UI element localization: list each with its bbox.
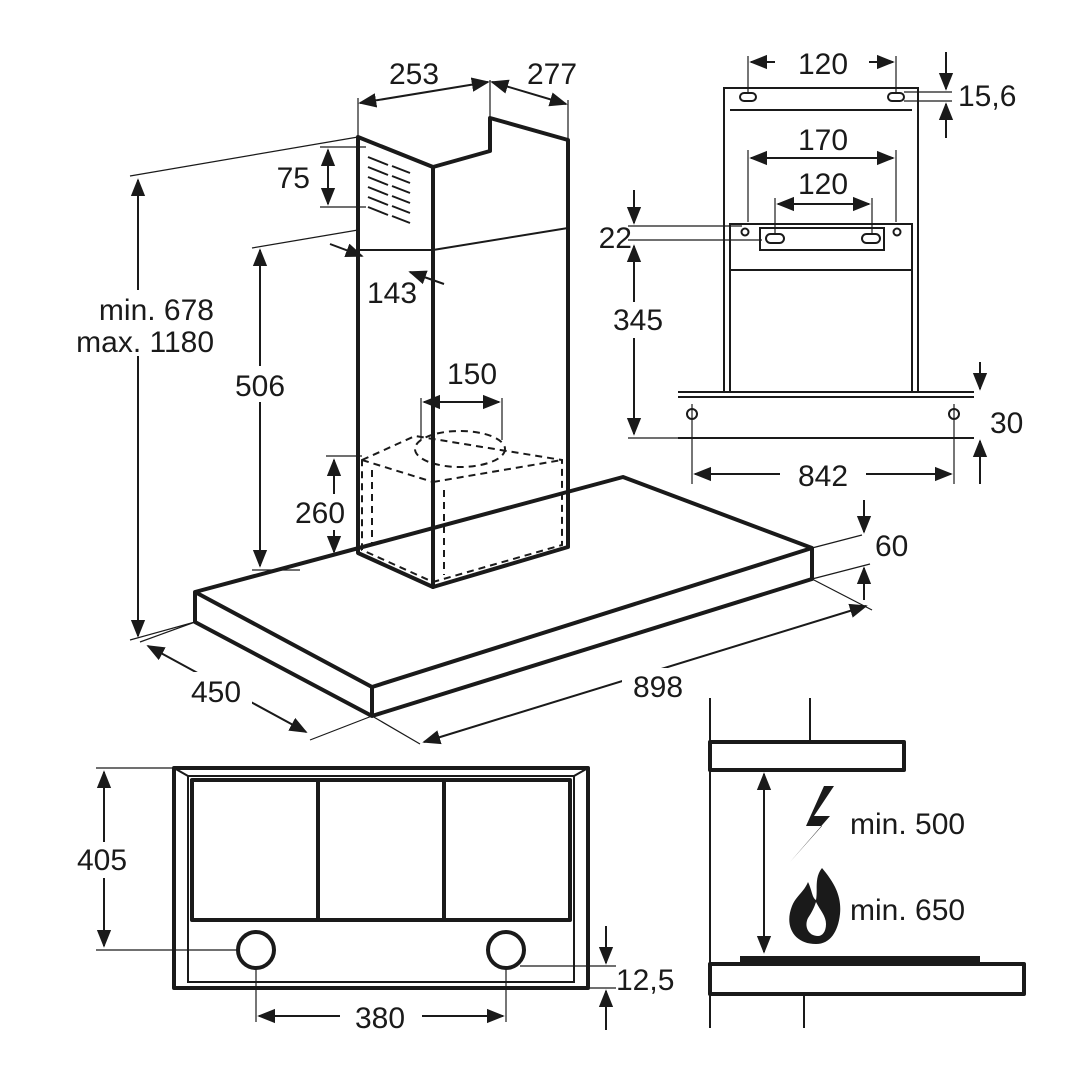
dim-canopy-width: 898 xyxy=(633,671,683,704)
dim-canopy-fixing-offset: 30 xyxy=(990,407,1023,440)
dim-vent-slot-height: 75 xyxy=(277,162,310,195)
light-left xyxy=(236,930,276,970)
dim-height-min: min. 678 xyxy=(99,294,214,327)
chimney xyxy=(356,116,570,589)
dim-upper-bracket-width: 170 xyxy=(798,124,848,157)
dim-bracket-hole-offset: 15,6 xyxy=(958,80,1016,113)
clearance-gas: min. 650 xyxy=(850,894,965,927)
bracket-view: 120 15,6 170 120 22 345 30 842 xyxy=(599,48,1024,493)
dim-underside-depth: 405 xyxy=(77,844,127,877)
dim-outlet-diameter: 150 xyxy=(447,358,497,391)
motor-box-hidden xyxy=(361,430,563,584)
dim-chimney-top-width: 253 xyxy=(389,58,439,91)
clearance-electric: min. 500 xyxy=(850,808,965,841)
underside-view: 405 12,5 380 xyxy=(68,766,674,1035)
clearance-view: min. 500 min. 650 xyxy=(708,698,1026,1028)
dim-canopy-depth: 450 xyxy=(191,676,241,709)
dim-bracket-gap: 22 xyxy=(599,222,632,255)
canopy xyxy=(193,475,814,718)
dim-light-offset: 12,5 xyxy=(616,964,674,997)
dim-upper-bracket-hole-spacing: 120 xyxy=(798,168,848,201)
dim-canopy-fixing-spacing: 842 xyxy=(798,460,848,493)
dim-chimney-height: 506 xyxy=(235,370,285,403)
dim-bracket-to-canopy: 345 xyxy=(613,304,663,337)
dim-vent-offset: 143 xyxy=(367,277,417,310)
dim-height-max: max. 1180 xyxy=(76,326,214,359)
flame-icon xyxy=(789,868,841,944)
vent-slots xyxy=(367,156,411,224)
light-right xyxy=(486,930,526,970)
dim-canopy-thickness: 60 xyxy=(875,530,908,563)
dim-chimney-top-depth: 277 xyxy=(527,58,577,91)
isometric-view: 253 277 75 143 min. 678 max. 1180 506 15… xyxy=(50,58,908,745)
dim-bracket-hole-spacing: 120 xyxy=(798,48,848,81)
dim-motor-box-height: 260 xyxy=(295,497,345,530)
lightning-icon xyxy=(790,786,834,862)
dim-light-spacing: 380 xyxy=(355,1002,405,1035)
